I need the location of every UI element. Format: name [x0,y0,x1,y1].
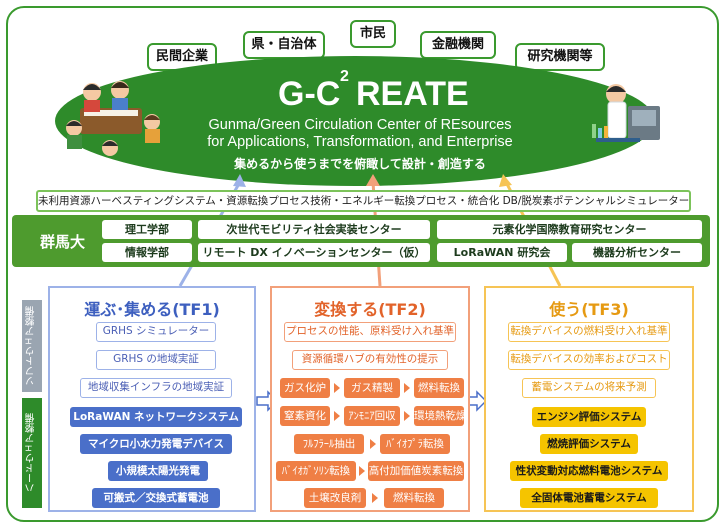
hardware-side-bar [22,398,42,508]
hardware-side-label: ハードウェア整備 [26,413,37,493]
tf3-hardware-item: 性状変動対応燃料電池システム [510,461,668,481]
univ-remote-dx: リモート DX イノベーションセンター（仮） [198,243,430,262]
tf2-title: 変換する(TF2) [314,300,426,319]
univ-mobility-center: 次世代モビリティ社会実装センター [198,220,430,239]
process-arrow-icon [359,466,365,476]
tf2-software-item: 資源循環ハブの有効性の提示 [292,350,448,370]
logo-reate: REATE [356,75,469,113]
outer-frame [6,6,719,522]
fullname-line-2: for Applications, Transformation, and En… [207,134,513,150]
tf3-title: 使う(TF3) [549,300,629,319]
tf2-process-item: ﾊﾞｲｵﾌﾟﾗ転換 [380,434,450,454]
tf2-process-item: ﾊﾞｲｵｶﾞｿﾘﾝ転換 [276,461,356,481]
tf3-software-item: 転換デバイスの効率およびコスト [508,350,670,370]
tf2-process-item: 高付加価値炭素転換 [368,461,464,481]
process-arrow-icon [404,383,410,393]
tf2-process-item: ガス精製 [344,378,400,398]
stakeholder-research: 研究機関等 [515,43,605,71]
univ-element-chemistry: 元素化学国際教育研究センター [437,220,702,239]
motto: 集めるから使うまでを俯瞰して設計・創造する [234,157,486,171]
tf1-software-item: 地域収集インフラの地域実証 [80,378,232,398]
tf2-process-item: 環境熱乾燥 [414,406,467,426]
tf2-process-item: ﾌﾙﾌﾗｰﾙ抽出 [294,434,364,454]
tf3-hardware-item: 燃焼評価システム [540,434,638,454]
tf1-software-item: GRHS シミュレーター [96,322,216,342]
tf2-process-item: 土壌改良剤 [304,488,366,508]
tf1-hardware-item: 小規模太陽光発電 [108,461,208,481]
university-label: 群馬大 [40,233,86,251]
tf2-process-item: ｱﾝﾓﾆｱ回収 [344,406,400,426]
tf2-process-item: ガス化炉 [280,378,330,398]
tf2-process-item: 窒素資化 [280,406,330,426]
software-side-bar [22,300,42,392]
tf2-process-item: 燃料転換 [414,378,464,398]
tf1-hardware-item: マイクロ小水力発電デバイス [80,434,232,454]
univ-engineering: 理工学部 [102,220,192,239]
tf3-hardware-item: エンジン評価システム [532,407,646,427]
tf1-hardware-item: 可搬式／交換式蓄電池 [92,488,220,508]
process-arrow-icon [372,493,378,503]
logo-superscript: 2 [340,68,349,85]
tf2-software-item: プロセスの性能、原料受け入れ基準 [284,322,456,342]
logo-gc: G-C [278,75,341,113]
software-side-label: ソフトウェア整備 [26,306,37,386]
tf1-hardware-item: LoRaWAN ネットワークシステム [70,407,242,427]
tf3-hardware-item: 全固体電池蓄電システム [520,488,658,508]
univ-analysis-center: 機器分析センター [572,243,702,262]
univ-informatics: 情報学部 [102,243,192,262]
meeting-illustration [66,81,160,156]
univ-lorawan: LoRaWAN 研究会 [437,243,567,262]
process-arrow-icon [334,383,340,393]
systems-bar: 未利用資源ハーベスティングシステム・資源転換プロセス技術・エネルギー転換プロセス… [36,190,691,212]
stakeholder-financial: 金融機関 [420,31,496,59]
fullname-line-1: Gunma/Green Circulation Center of REsour… [208,117,512,133]
scientist-illustration [592,84,660,142]
tf1-software-item: GRHS の地域実証 [96,350,216,370]
tf3-software-item: 転換デバイスの燃料受け入れ基準 [508,322,670,342]
process-arrow-icon [404,411,410,421]
tf3-software-item: 蓄電システムの将来予測 [522,378,656,398]
process-arrow-icon [334,411,340,421]
tf1-title: 運ぶ･集める(TF1) [84,300,220,319]
stakeholder-citizens: 市民 [350,20,396,48]
tf2-process-item: 燃料転換 [384,488,444,508]
stakeholder-prefecture: 県・自治体 [243,31,325,59]
process-arrow-icon [370,439,376,449]
